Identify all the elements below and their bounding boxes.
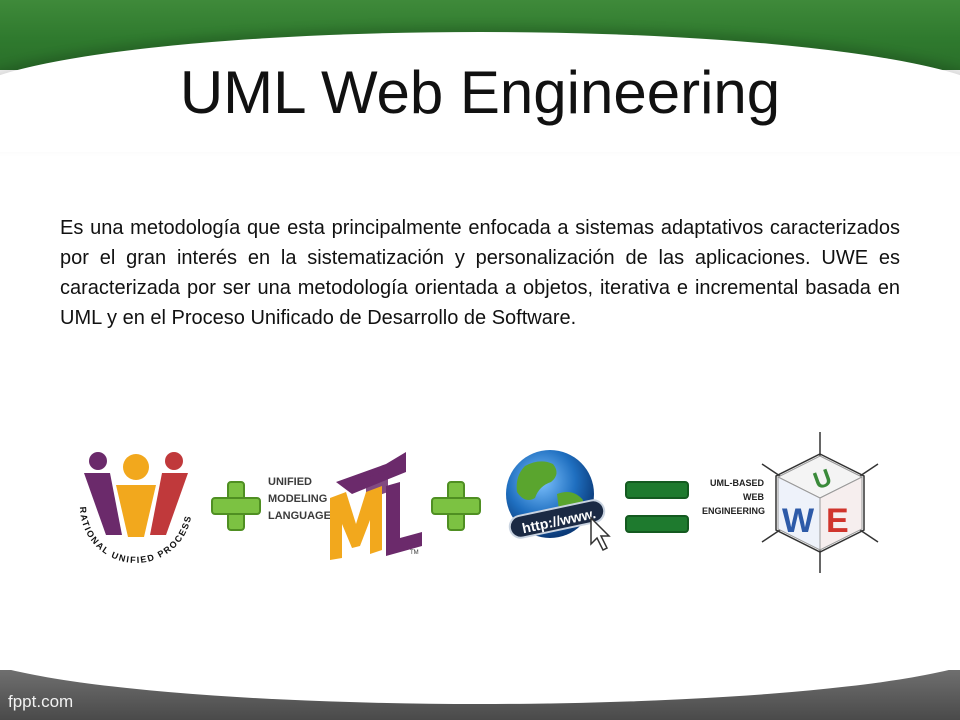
logo-equation: RATIONAL UNIFIED PROCESS UNIFIED MODELIN… (0, 430, 960, 580)
header-curve (0, 32, 960, 152)
plus-icon (431, 481, 481, 531)
uml-logo: UNIFIED MODELING LANGUAGE TM (264, 452, 429, 560)
uwe-text-engineering: ENGINEERING (702, 506, 766, 516)
rup-figure-left-head (89, 452, 107, 470)
uml-text-language: LANGUAGE (268, 510, 331, 522)
web-globe-logo: http://www. (506, 450, 611, 552)
uml-monogram: TM (330, 452, 422, 560)
plus-icon (211, 481, 261, 531)
rup-figure-center-head (123, 454, 149, 480)
uwe-letter-e: E (826, 502, 849, 540)
rup-figure-right-head (165, 452, 183, 470)
rup-figure-left-body (84, 473, 122, 535)
uwe-logo: UML-BASED WEB ENGINEERING U W E (700, 430, 890, 575)
equals-icon (625, 481, 689, 533)
uwe-cube-icon: U W E (761, 432, 879, 573)
slide-title: UML Web Engineering (179, 59, 781, 126)
uml-text-unified: UNIFIED (268, 476, 312, 488)
uwe-text-uml-based: UML-BASED (710, 478, 764, 488)
uml-text-modeling: MODELING (268, 493, 328, 505)
cursor-arrow-icon (590, 516, 611, 552)
rup-figure-right-body (150, 473, 188, 535)
slide-body-text: Es una metodología que esta principalmen… (60, 217, 900, 329)
uml-trademark: TM (410, 550, 419, 556)
footer-curve (0, 614, 960, 704)
uwe-letter-w: W (782, 502, 815, 540)
footer-watermark: fppt.com (8, 692, 74, 711)
rup-logo: RATIONAL UNIFIED PROCESS (78, 452, 192, 565)
uwe-text-web: WEB (743, 492, 764, 502)
rup-figure-center-body (116, 485, 156, 537)
